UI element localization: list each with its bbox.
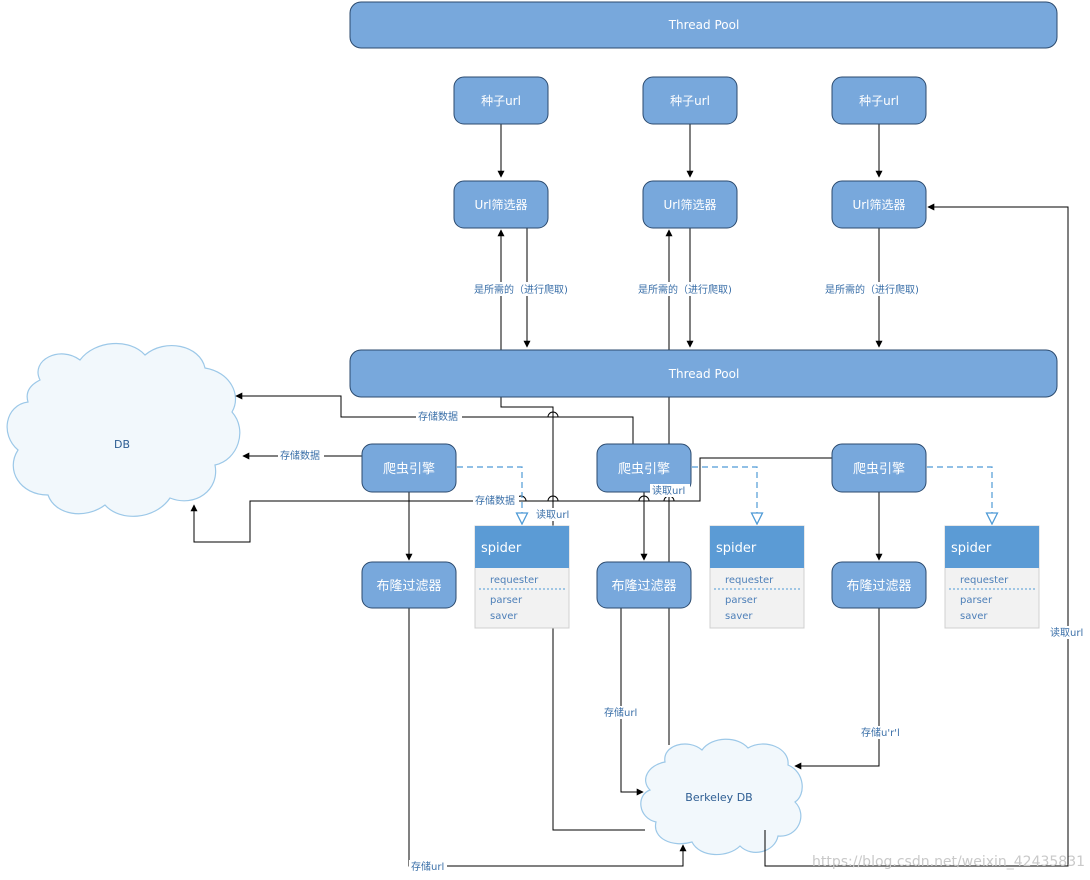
edge-label-needed: 是所需的（进行爬取) [474, 283, 568, 296]
spider-item-requester: requester [960, 575, 1009, 586]
edge-berkeley-filter3 [764, 203, 1069, 867]
connectors [190, 124, 1069, 867]
spider-item-requester: requester [490, 575, 539, 586]
edge-engine3-db [190, 457, 832, 543]
spider-item-saver: saver [960, 611, 988, 622]
url-filter-node-2: Url筛选器 [642, 180, 738, 229]
dashed-engine3-spider3 [927, 466, 992, 524]
crawler-engine-node-3: 爬虫引擎 [831, 443, 927, 493]
edge-hop [547, 495, 559, 502]
dashed-engine2-spider2 [692, 466, 757, 524]
bloom-filter-label: 布隆过滤器 [846, 579, 911, 594]
edge-label-read-url: 读取url [1050, 626, 1083, 639]
thread-pool-top-label: Thread Pool [668, 18, 740, 32]
bloom-filter-label: 布隆过滤器 [376, 579, 441, 594]
edge-label-store-url: 存储url [411, 860, 444, 873]
thread-pool-mid-label: Thread Pool [668, 367, 740, 381]
spider-box-2: spider requester parser saver [709, 525, 805, 629]
spider-title: spider [481, 541, 522, 556]
crawler-engine-label: 爬虫引擎 [383, 462, 435, 477]
edge-hop [547, 411, 559, 418]
spider-item-parser: parser [725, 595, 758, 606]
spider-item-requester: requester [725, 575, 774, 586]
crawler-engine-label: 爬虫引擎 [618, 462, 670, 477]
edge-labels: 是所需的（进行爬取) 是所需的（进行爬取) 是所需的（进行爬取) 存储数据 存储… [278, 282, 1086, 873]
edge-bloom1-berkeley [408, 608, 687, 867]
bloom-filter-node-2: 布隆过滤器 [596, 561, 692, 609]
watermark: https://blog.csdn.net/weixin_42435831 [812, 854, 1085, 870]
seed-url-node-2: 种子url [642, 76, 738, 125]
spider-box-3: spider requester parser saver [944, 525, 1040, 629]
url-filter-label: Url筛选器 [474, 197, 527, 212]
spider-item-parser: parser [960, 595, 993, 606]
edge-berkeley-filter1 [497, 229, 645, 831]
url-filter-label: Url筛选器 [852, 197, 905, 212]
spider-item-saver: saver [490, 611, 518, 622]
edge-bloom3-berkeley [794, 608, 880, 770]
bloom-filter-node-1: 布隆过滤器 [361, 561, 457, 609]
edge-hop [638, 495, 650, 502]
spider-title: spider [716, 541, 757, 556]
seed-url-node-3: 种子url [831, 76, 927, 125]
bloom-filter-node-3: 布隆过滤器 [831, 561, 927, 609]
dashed-engine1-spider1 [457, 466, 522, 524]
seed-url-label: 种子url [481, 94, 521, 108]
seed-url-label: 种子url [670, 94, 710, 108]
edge-label-read-url: 读取url [536, 508, 569, 521]
edge-label-store-data: 存储数据 [280, 449, 320, 462]
db-label: DB [114, 438, 130, 451]
spider-title: spider [951, 541, 992, 556]
berkeley-db-cloud: Berkeley DB [640, 738, 803, 856]
thread-pool-mid: Thread Pool [349, 349, 1058, 398]
url-filter-node-1: Url筛选器 [453, 180, 549, 229]
crawler-engine-node-2: 爬虫引擎 [596, 443, 692, 493]
bloom-filter-label: 布隆过滤器 [611, 579, 676, 594]
edge-label-store-url: 存储url [604, 706, 637, 719]
edge-label-store-data: 存储数据 [475, 494, 515, 507]
seed-url-node-1: 种子url [453, 76, 549, 125]
spider-box-1: spider requester parser saver [474, 525, 570, 629]
berkeley-db-label: Berkeley DB [685, 791, 752, 804]
edge-label-read-url: 读取url [652, 484, 685, 497]
edge-label-store-data: 存储数据 [418, 410, 458, 423]
edge-engine2-db [235, 392, 634, 444]
db-cloud: DB [6, 343, 241, 517]
thread-pool-top: Thread Pool [349, 1, 1058, 49]
url-filter-node-3: Url筛选器 [831, 180, 927, 229]
edge-label-needed: 是所需的（进行爬取) [638, 283, 732, 296]
spider-item-parser: parser [490, 595, 523, 606]
crawler-engine-label: 爬虫引擎 [853, 462, 905, 477]
crawler-engine-node-1: 爬虫引擎 [361, 443, 457, 493]
edge-label-needed: 是所需的（进行爬取) [825, 283, 919, 296]
dashed-connectors [457, 466, 992, 524]
url-filter-label: Url筛选器 [663, 197, 716, 212]
spider-item-saver: saver [725, 611, 753, 622]
edge-bloom2-berkeley [620, 608, 644, 796]
seed-url-label: 种子url [859, 94, 899, 108]
edge-label-store-url: 存储u'r'l [861, 726, 900, 739]
